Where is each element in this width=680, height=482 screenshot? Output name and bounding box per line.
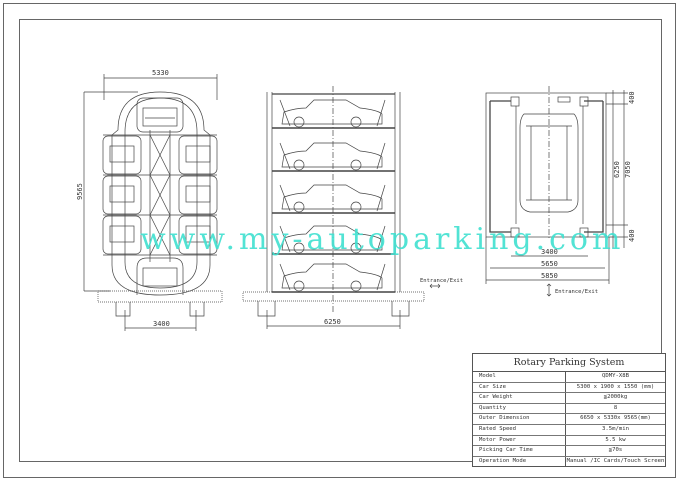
- spec-value: 6650 x 5330x 9565(mm): [580, 415, 651, 422]
- spec-table: Rotary Parking System Model QDMY-X8B Car …: [472, 353, 666, 468]
- spec-label: Outer Dimension: [473, 414, 566, 424]
- spec-label: Quantity: [473, 403, 566, 414]
- spec-row: Quantity 8: [473, 403, 665, 415]
- dim-6250-front: 6250: [324, 318, 341, 326]
- spec-label: Picking Car Time: [473, 446, 566, 456]
- side-view-left: [83, 74, 223, 331]
- watermark: www.my-autoparking.com: [140, 222, 625, 257]
- spec-value: ≦2000kg: [603, 394, 628, 401]
- spec-row: Motor Power 5.5 kw: [473, 435, 665, 447]
- platform-4: [272, 225, 395, 255]
- spec-row: Car Weight ≦2000kg: [473, 393, 665, 404]
- front-view: [242, 86, 441, 329]
- dim-400-bottom: 400: [628, 229, 636, 242]
- entrance-label-front: Entrance/Exit: [420, 278, 463, 284]
- spec-label: Motor Power: [473, 435, 566, 446]
- spec-value: 8: [613, 404, 618, 411]
- platform-2: [272, 142, 395, 172]
- spec-value: 5.5 kw: [605, 436, 626, 443]
- plan-view: [485, 86, 628, 297]
- platform-3: [272, 184, 395, 214]
- spec-value: 3.5m/min: [602, 425, 629, 432]
- spec-row: Outer Dimension 6650 x 5330x 9565(mm): [473, 414, 665, 425]
- spec-row: Model QDMY-X8B: [473, 372, 665, 383]
- platform-1: [272, 99, 395, 129]
- spec-title: Rotary Parking System: [473, 354, 665, 372]
- spec-row: Picking Car Time ≦70s: [473, 446, 665, 457]
- platform-5: [272, 263, 395, 293]
- dim-3400-plan: 3400: [541, 248, 558, 256]
- dim-5850-plan: 5850: [541, 272, 558, 280]
- spec-value: ≦70s: [608, 447, 623, 454]
- spec-row: Rated Speed 3.5m/min: [473, 424, 665, 436]
- dim-5330: 5330: [152, 69, 169, 77]
- inner-border: [19, 19, 662, 462]
- spec-label: Operation Mode: [473, 456, 566, 467]
- outer-border: [3, 3, 676, 478]
- dim-7050-plan: 7050: [624, 161, 632, 178]
- spec-label: Car Size: [473, 382, 566, 393]
- dim-400-top: 400: [628, 91, 636, 104]
- dim-5650-plan: 5650: [541, 260, 558, 268]
- spec-label: Rated Speed: [473, 424, 566, 435]
- dim-9565: 9565: [76, 183, 84, 200]
- entrance-label-plan: Entrance/Exit: [555, 289, 598, 295]
- dim-3400-left: 3400: [153, 320, 170, 328]
- dim-6250-plan: 6250: [613, 161, 621, 178]
- spec-label: Car Weight: [473, 393, 566, 403]
- spec-label: Model: [473, 372, 566, 382]
- spec-value: Manual /IC Cards/Touch Screen: [566, 457, 665, 464]
- spec-value: QDMY-X8B: [602, 373, 629, 379]
- spec-value: 5300 x 1900 x 1550 (mm): [576, 383, 655, 390]
- spec-row: Car Size 5300 x 1900 x 1550 (mm): [473, 382, 665, 394]
